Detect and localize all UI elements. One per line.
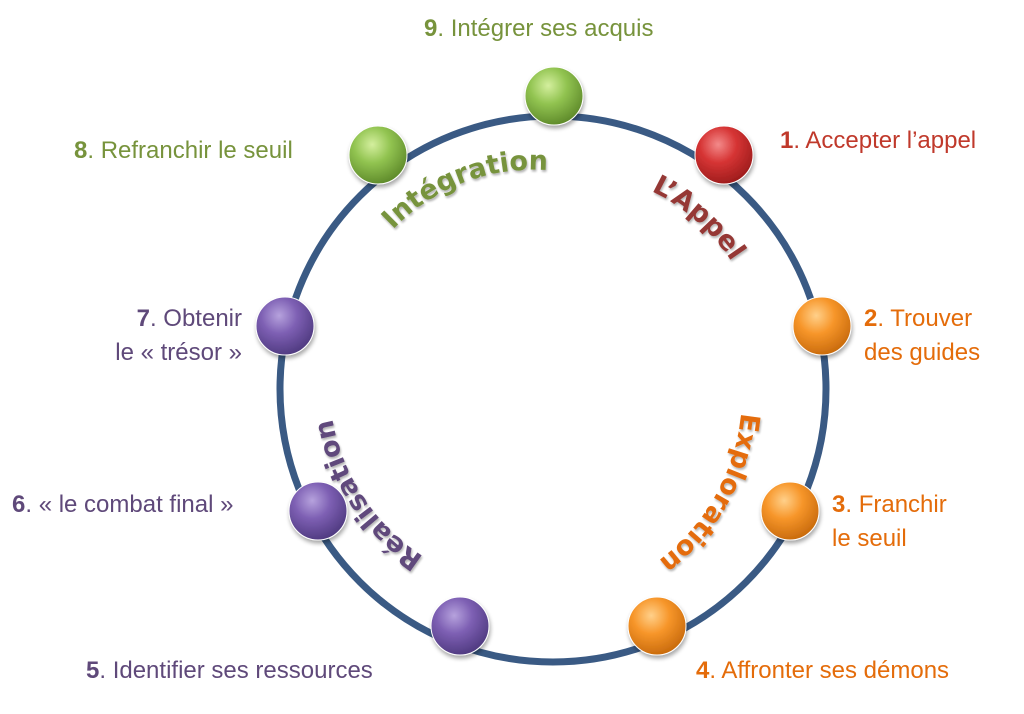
step-label-5: 5. Identifier ses ressources	[86, 654, 373, 688]
step-number: 7	[136, 305, 150, 332]
step-number: 9	[424, 15, 438, 42]
step-node-9	[524, 66, 584, 126]
step-number: 6	[12, 491, 26, 518]
step-text: . Accepter l’appel	[793, 127, 977, 154]
step-label-8: 8. Refranchir le seuil	[74, 134, 293, 168]
step-node-3	[760, 481, 820, 541]
step-text: . Obtenir	[149, 305, 242, 332]
step-number: 8	[74, 137, 88, 164]
step-label-6: 6. « le combat final »	[12, 488, 233, 522]
step-number: 2	[864, 305, 878, 332]
step-number: 3	[832, 491, 846, 518]
phase-title-exploration: Exploration	[654, 412, 765, 580]
step-label-1: 1. Accepter l’appel	[780, 124, 976, 158]
step-label-7: 7. Obtenir le « trésor »	[115, 302, 242, 370]
step-node-5	[430, 596, 490, 656]
step-label-2: 2. Trouver des guides	[864, 302, 980, 370]
step-label-9: 9. Intégrer ses acquis	[424, 12, 653, 46]
step-text: . Intégrer ses acquis	[437, 15, 654, 42]
step-node-2	[792, 296, 852, 356]
step-text-line2: le « trésor »	[115, 339, 242, 366]
step-node-1	[694, 125, 754, 185]
step-node-6	[288, 481, 348, 541]
step-label-4: 4. Affronter ses démons	[696, 654, 949, 688]
step-number: 4	[696, 657, 710, 684]
cycle-ring	[276, 112, 830, 666]
step-node-4	[627, 596, 687, 656]
step-text: . Refranchir le seuil	[87, 137, 293, 164]
step-label-3: 3. Franchir le seuil	[832, 488, 947, 556]
step-number: 5	[86, 657, 100, 684]
step-node-8	[348, 125, 408, 185]
step-node-7	[255, 296, 315, 356]
step-text: . Trouver	[877, 305, 973, 332]
step-number: 1	[780, 127, 794, 154]
step-text: . Affronter ses démons	[709, 657, 950, 684]
phase-exploration-text: Exploration	[654, 412, 765, 580]
step-text-line2: le seuil	[832, 525, 907, 552]
step-text: . « le combat final »	[25, 491, 234, 518]
step-nodes	[255, 66, 852, 656]
step-text: . Franchir	[845, 491, 947, 518]
step-text-line2: des guides	[864, 339, 981, 366]
step-text: . Identifier ses ressources	[99, 657, 373, 684]
